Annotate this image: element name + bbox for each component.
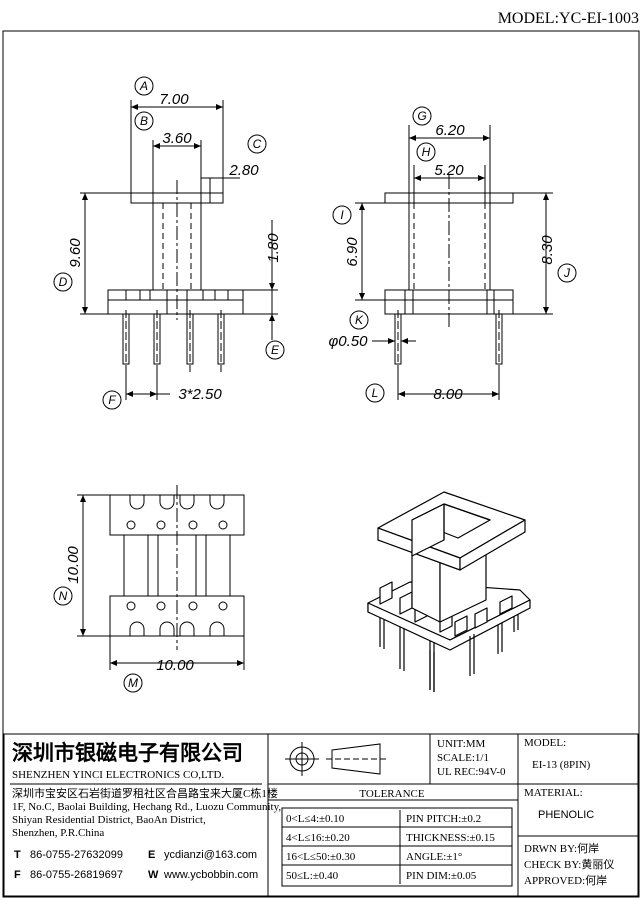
check-by: CHECK BY:黄丽仪 [524,857,614,871]
dim-e-value: 1.80 [265,233,282,263]
tel-value: 86-0755-27632099 [30,849,123,861]
approved-by: APPROVED:何岸 [524,874,607,887]
pin-dim: PIN DIM:±0.05 [406,870,477,882]
address-en-2: Shiyan Residential District, BaoAn Distr… [12,814,206,826]
bubble-g: G [417,109,426,123]
bubble-a: A [139,79,148,93]
web-label: W [148,869,159,881]
material-value: PHENOLIC [538,809,594,821]
model-value: EI-13 (8PIN) [532,759,591,771]
dim-a-value: 7.00 [159,91,189,108]
dim-m-value: 10.00 [156,657,194,674]
email-label: E [148,849,155,861]
dim-k-value: φ0.50 [329,333,369,350]
tolerance-row-3: 16<L≤50:±0.30 [286,851,356,863]
isometric-view [367,491,531,692]
tolerance-row-1: 0<L≤4:±0.10 [286,813,345,825]
address-en-1: 1F, No.C, Baolai Building, Hechang Rd., … [12,801,281,813]
email-value: ycdianzi@163.com [164,849,257,861]
dim-c-value: 2.80 [228,162,259,179]
web-value: www.ycbobbin.com [163,869,258,881]
title-block [3,733,639,897]
address-en-3: Shenzhen, P.R.China [12,827,104,839]
company-name-en: SHENZHEN YINCI ELECTRONICS CO,LTD. [12,769,224,781]
bubble-e: E [271,343,280,357]
dim-d-value: 9.60 [67,238,84,268]
thickness: THICKNESS:±0.15 [406,832,495,844]
bubble-j: J [563,266,571,280]
bubble-b: B [140,114,148,128]
bubble-i: I [340,208,344,222]
projection-symbol-cone [331,743,381,775]
dim-n-value: 10.00 [65,546,82,584]
bubble-n: N [59,589,68,603]
bubble-h: H [422,145,431,159]
fax-label: F [14,869,21,881]
bubble-c: C [253,137,262,151]
bubble-f: F [108,393,116,407]
tel-label: T [14,849,21,861]
bubble-k: K [355,313,364,327]
top-view-flange-upper [109,494,245,536]
drawn-by: DRWN BY:何岸 [524,842,599,855]
material-label: MATERIAL: [524,787,583,799]
dim-j-value: 8.30 [539,235,556,265]
angle: ANGLE:±1° [406,851,462,863]
dim-g-value: 6.20 [435,122,465,139]
dim-b-value: 3.60 [162,130,192,147]
unit: UNIT:MM [437,738,486,750]
drawing-border [2,30,640,898]
tolerance-row-4: 50≤L:±0.40 [286,870,339,882]
dim-i-value: 6.90 [344,237,361,267]
dim-l-value: 8.00 [433,386,463,403]
dim-f-value: 3*2.50 [178,386,222,403]
bubble-d: D [59,275,68,289]
side-base [384,289,514,315]
ul-rec: UL REC:94V-0 [437,766,506,778]
model-header: MODEL:YC-EI-1003 [498,10,639,27]
pin-pitch: PIN PITCH:±0.2 [406,813,481,825]
scale: SCALE:1/1 [437,752,489,764]
top-view [77,485,245,670]
front-base [107,289,244,315]
tolerance-title: TOLERANCE [359,788,424,800]
model-label: MODEL: [524,737,566,749]
address-cn: 深圳市宝安区石岩街道罗租社区合昌路宝来大厦C栋1楼 [12,786,278,800]
bubble-l: L [372,386,379,400]
front-pins [122,310,225,372]
tolerance-row-2: 4<L≤16:±0.20 [286,832,350,844]
company-name-cn: 深圳市银磁电子有限公司 [12,741,243,765]
fax-value: 86-0755-26819697 [30,869,123,881]
dim-h-value: 5.20 [434,162,464,179]
bubble-m: M [128,676,138,690]
front-view [80,100,278,400]
